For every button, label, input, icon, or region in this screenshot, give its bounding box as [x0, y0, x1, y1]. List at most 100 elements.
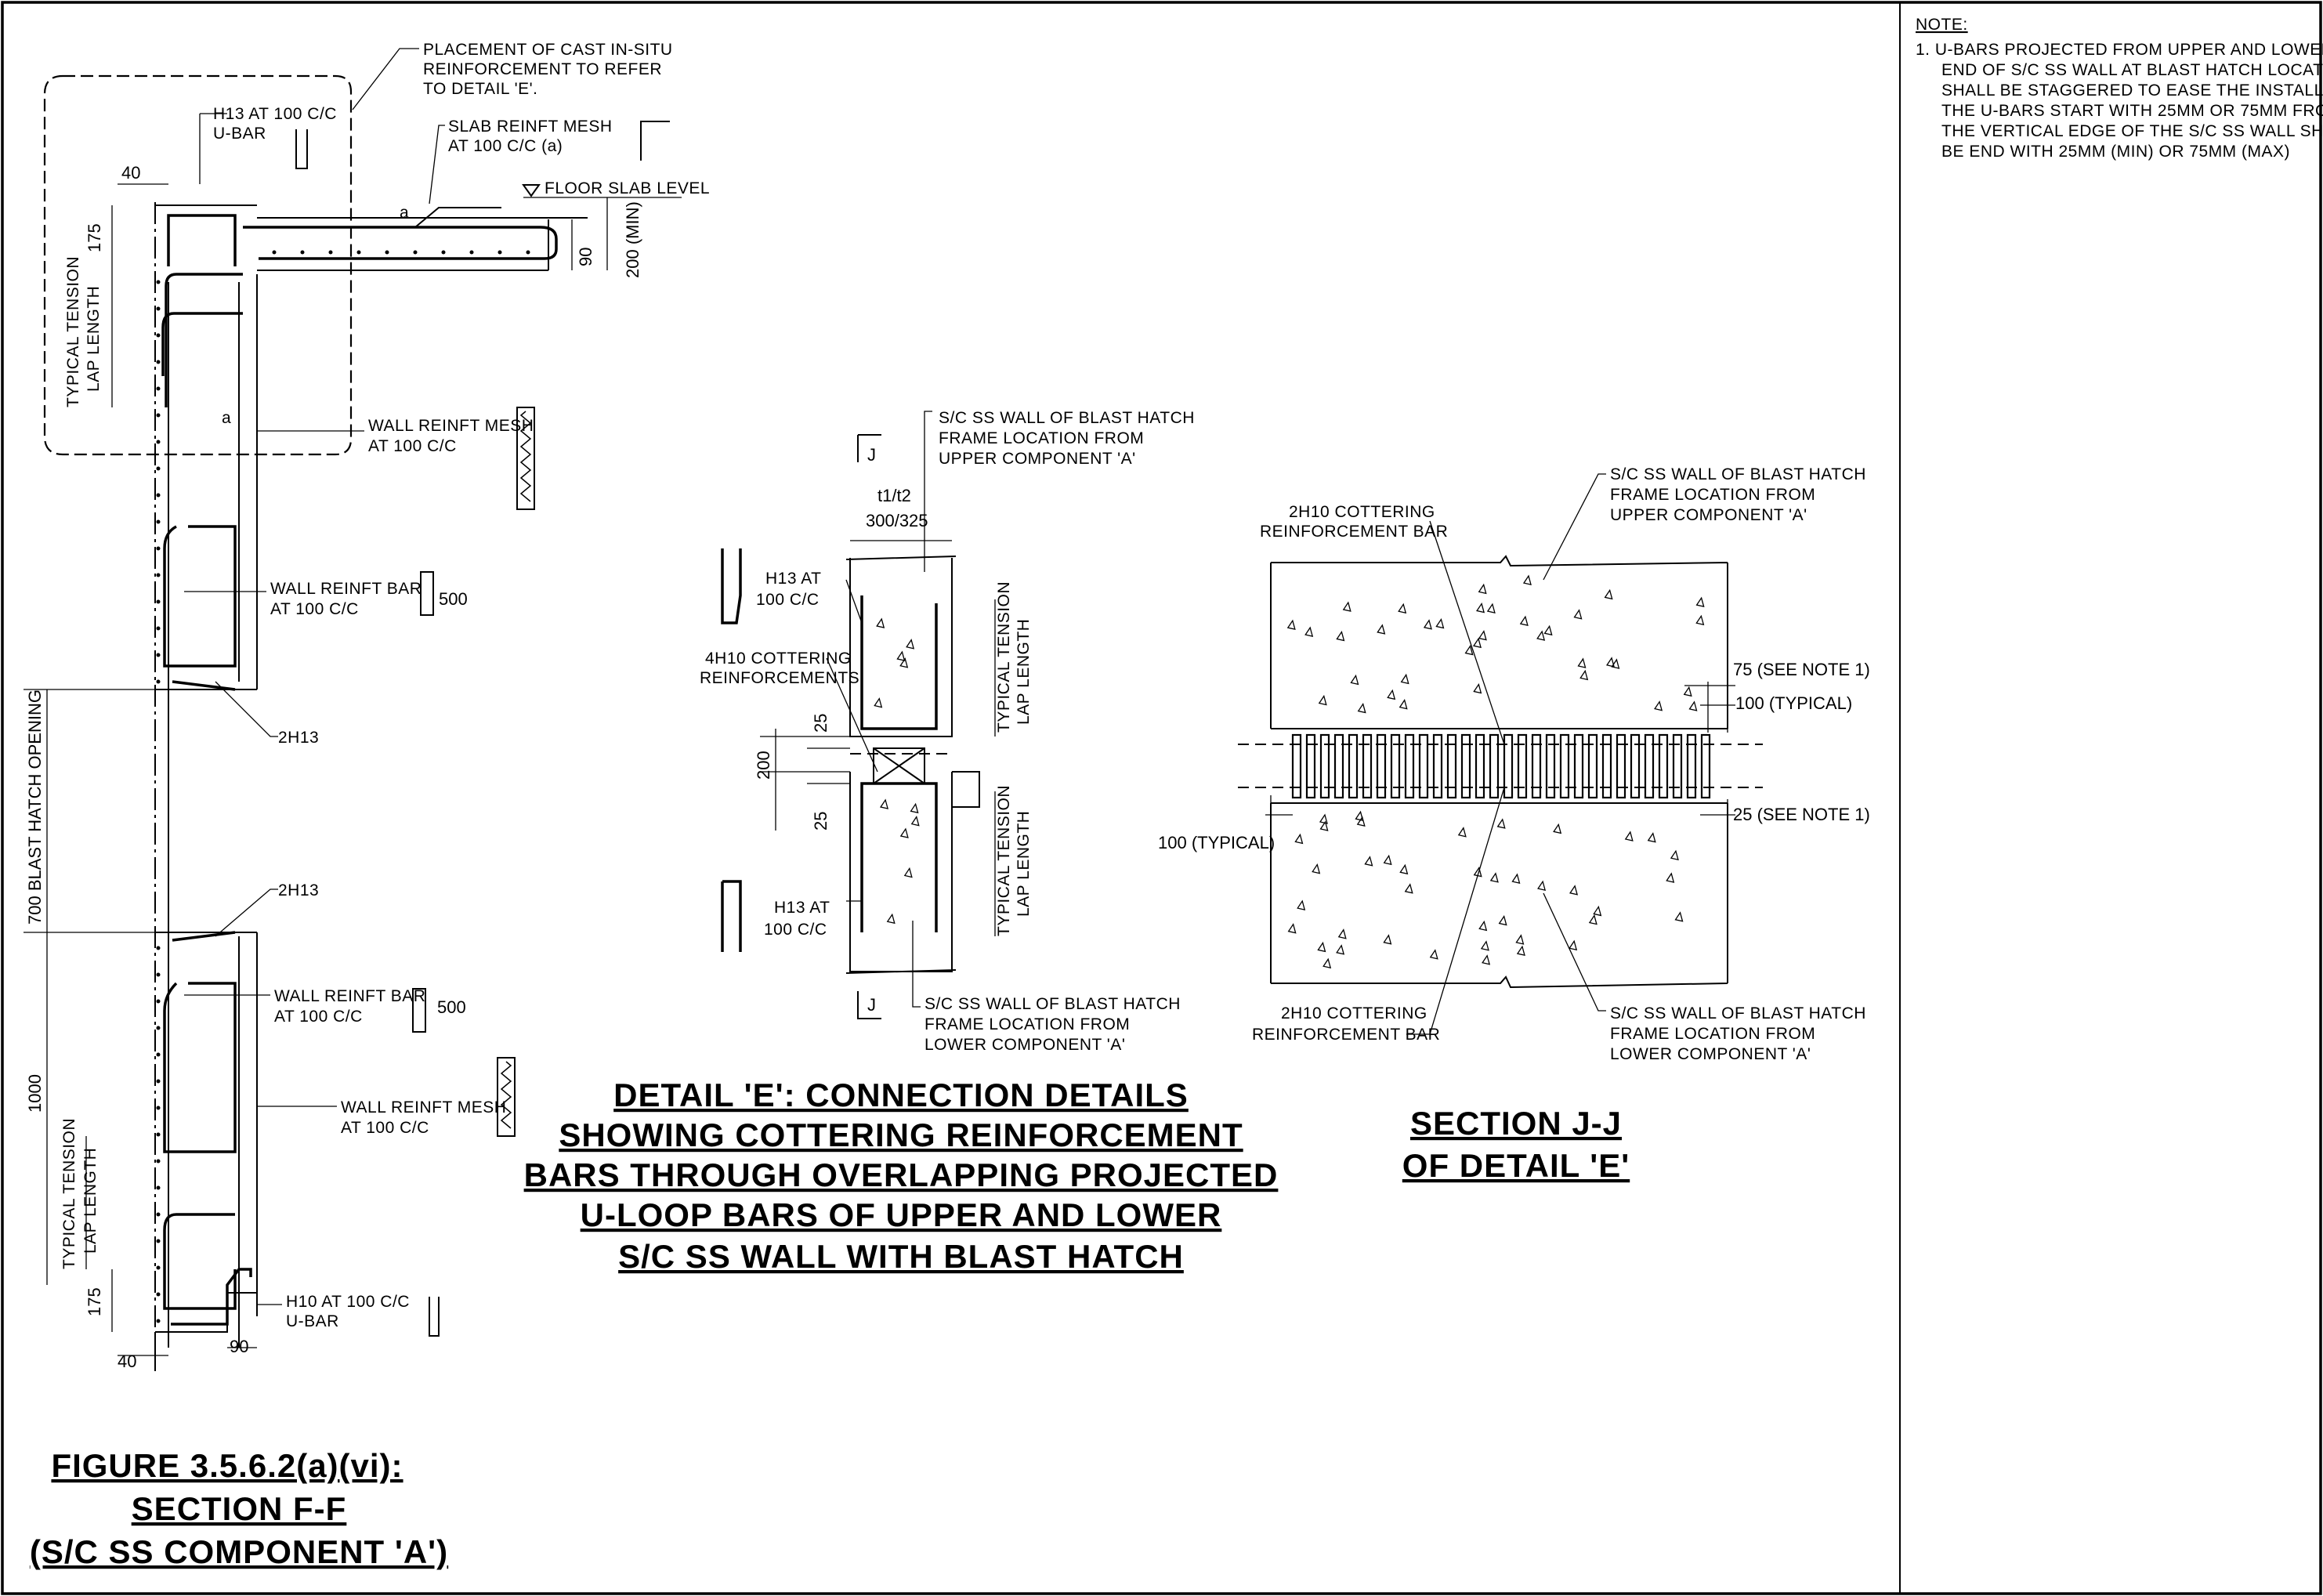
lower-wall-label: LOWER COMPONENT 'A'	[924, 1036, 1125, 1054]
hatch-mark	[1478, 920, 1488, 932]
wall-mesh-top-label: AT 100 C/C	[368, 437, 457, 455]
u-bar-loop	[1630, 733, 1641, 799]
section-mark-j: J	[867, 995, 876, 1015]
hatch-mark	[1486, 603, 1496, 613]
rebar-dot	[441, 250, 446, 255]
dim-25-top: 25	[811, 714, 830, 733]
jj-upper-label: FRAME LOCATION FROM	[1610, 486, 1815, 504]
rebar-dot	[156, 1079, 161, 1084]
hatch-mark	[1476, 602, 1485, 613]
detail-e-title: U-LOOP BARS OF UPPER AND LOWER	[581, 1196, 1222, 1233]
2h13-bottom: 2H13	[278, 881, 319, 899]
rebar-dot	[156, 1212, 161, 1217]
upper-u-loop	[860, 595, 938, 730]
hatch-mark	[1423, 619, 1432, 630]
detail-e-title: BARS THROUGH OVERLAPPING PROJECTED	[524, 1156, 1279, 1193]
rebar-dot	[272, 250, 277, 255]
hatch-mark	[1337, 928, 1347, 939]
hatch-mark	[1666, 872, 1675, 883]
hatch-mark	[1350, 674, 1359, 686]
dim-25-bottom: 25	[811, 812, 830, 831]
u-bar-loop	[1390, 733, 1401, 799]
wall-bottom	[154, 1292, 257, 1371]
rebar-dot	[156, 573, 161, 577]
rebar-dot	[300, 250, 305, 255]
h13-lower: 100 C/C	[764, 921, 827, 939]
u-bar-loop	[1362, 733, 1373, 799]
jj-upper-label: S/C SS WALL OF BLAST HATCH	[1610, 465, 1866, 483]
concrete-hatch	[874, 574, 1705, 969]
leader	[924, 411, 932, 572]
lap-top: TYPICAL TENSION	[64, 256, 82, 407]
u-bar-loop	[1517, 733, 1528, 799]
u-bar-row	[1291, 733, 1711, 799]
hatch-mark	[1624, 831, 1634, 841]
rebar-dot	[526, 250, 530, 255]
hatch-mark	[1435, 617, 1445, 629]
cottering-bottom-label: 2H10 COTTERING	[1281, 1004, 1427, 1022]
hatch-mark	[1498, 914, 1507, 926]
jj-lower-label: S/C SS WALL OF BLAST HATCH	[1610, 1004, 1866, 1022]
wall-mesh-top-label: WALL REINFT MESH	[368, 417, 534, 435]
section-mark	[857, 434, 881, 462]
opening-diag	[172, 680, 236, 691]
dim-75-note: 75 (SEE NOTE 1)	[1733, 660, 1870, 679]
hatch-mark	[1647, 832, 1656, 843]
dim-40-bottom: 40	[118, 1352, 136, 1371]
hatch-mark	[1480, 940, 1489, 951]
h10-ubar-label: U-BAR	[286, 1312, 339, 1330]
level-triangle	[522, 184, 541, 197]
lower-wall-outline	[845, 772, 957, 974]
wall-bar-bottom-label: WALL REINFT BAR	[274, 987, 425, 1005]
hatch-mark	[1336, 944, 1345, 955]
u-bar-bottom-loop	[163, 1213, 237, 1310]
hatch-mark	[1473, 867, 1482, 878]
hatch-mark	[1478, 583, 1487, 595]
hatch-mark	[1695, 614, 1705, 626]
section-jj-title: OF DETAIL 'E'	[1402, 1147, 1630, 1184]
u-bar-loop	[1587, 733, 1598, 799]
placement-note: PLACEMENT OF CAST IN-SITU	[423, 41, 673, 59]
hatch-mark	[896, 650, 906, 661]
cottering-bottom-label: REINFORCEMENT BAR	[1252, 1026, 1440, 1044]
hatch-mark	[1537, 880, 1547, 891]
lap-top: LAP LENGTH	[85, 286, 103, 392]
rebar-dot	[156, 280, 161, 284]
dim-700-opening: 700 BLAST HATCH OPENING	[25, 689, 45, 925]
rebar-dot	[156, 1265, 161, 1270]
rebar-dot	[156, 626, 161, 631]
hatch-mark	[1604, 588, 1613, 600]
section-ff: PLACEMENT OF CAST IN-SITU REINFORCEMENT …	[24, 41, 710, 1570]
hatch-mark	[1319, 813, 1328, 824]
hatch-mark	[1688, 700, 1698, 711]
u-bar-loop	[1489, 733, 1500, 799]
slab-mesh-hook	[414, 207, 501, 228]
u-bar-loop	[1432, 733, 1443, 799]
mesh-zigzag	[500, 1061, 512, 1129]
upper-wall-block	[1270, 555, 1728, 729]
shear-key	[952, 771, 980, 808]
upper-wall-label: UPPER COMPONENT 'A'	[939, 450, 1136, 468]
hatch-mark	[1478, 630, 1487, 641]
note-line: THE VERTICAL EDGE OF THE S/C SS WALL SHA…	[1941, 122, 2323, 140]
section-mark	[857, 991, 881, 1019]
u-bar-loop	[1559, 733, 1570, 799]
h13-upper: H13 AT	[765, 570, 821, 588]
cottering-top-label: 2H10 COTTERING	[1289, 503, 1435, 521]
lap-upper: LAP LENGTH	[1015, 619, 1033, 725]
hatch-mark	[1355, 810, 1364, 822]
hatch-mark	[1519, 615, 1529, 627]
mesh-symbol	[640, 121, 670, 161]
hatch-mark	[1543, 624, 1553, 636]
hatch-mark	[903, 867, 913, 878]
hatch-mark	[1399, 699, 1408, 710]
dim-200-min: 200 (MIN)	[623, 201, 642, 278]
u-bar-loop	[1305, 733, 1316, 799]
u-bar-loop	[1348, 733, 1359, 799]
hatch-mark	[1364, 856, 1373, 867]
section-ff-title: (S/C SS COMPONENT 'A')	[30, 1533, 448, 1570]
hatch-mark	[1516, 945, 1525, 957]
mesh-symbol	[516, 407, 535, 510]
u-bar-loop	[1319, 733, 1330, 799]
